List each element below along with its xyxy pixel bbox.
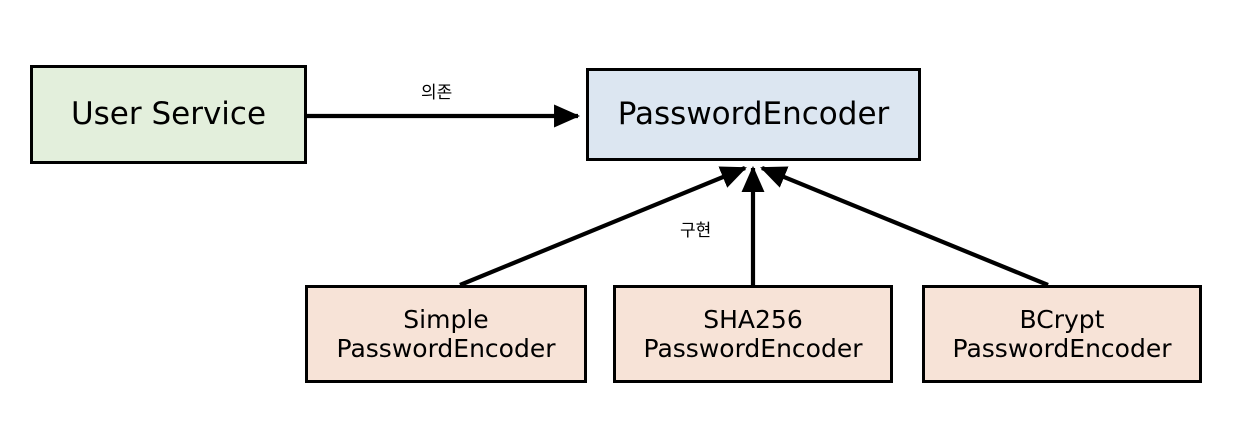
node-sha256-password-encoder[interactable]: SHA256 PasswordEncoder [613,285,893,383]
node-sha256-password-encoder-label: SHA256 PasswordEncoder [643,304,863,364]
node-bcrypt-password-encoder-label: BCrypt PasswordEncoder [952,304,1172,364]
node-password-encoder-label: PasswordEncoder [617,96,890,133]
implements-edge-bcrypt [760,166,1049,287]
node-user-service-label: User Service [70,96,267,133]
edge-label-dependency: 의존 [417,84,457,103]
edge-label-implementation: 구현 [676,222,716,241]
implements-edge-simple [459,166,747,287]
node-simple-password-encoder[interactable]: Simple PasswordEncoder [305,285,587,383]
node-bcrypt-password-encoder[interactable]: BCrypt PasswordEncoder [922,285,1202,383]
node-user-service[interactable]: User Service [30,65,307,164]
node-simple-password-encoder-label: Simple PasswordEncoder [336,304,556,364]
node-password-encoder[interactable]: PasswordEncoder [586,68,921,161]
